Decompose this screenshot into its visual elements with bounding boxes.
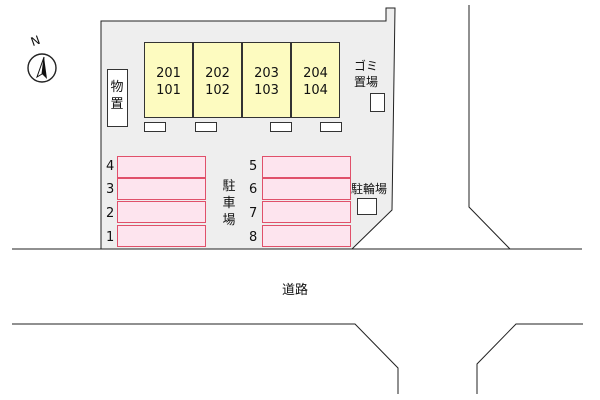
unit-4: 204 104 (291, 42, 340, 118)
garbage-label: ゴミ 置場 (354, 59, 379, 89)
compass-needle-icon (42, 57, 47, 79)
storage-label: 物 置 (110, 80, 124, 112)
parking-slot-1 (117, 225, 206, 247)
unit-lower-number: 103 (254, 83, 279, 98)
bicycle-parking-area (357, 198, 377, 215)
slot-number: 6 (249, 182, 258, 197)
bicycle-parking-label: 駐輪場 (351, 182, 388, 196)
parking-slot-3 (117, 178, 206, 200)
parking-label: 駐 車 場 (222, 179, 236, 228)
slot-number: 2 (106, 206, 115, 221)
road-edge-bottom-left (12, 323, 399, 394)
unit-upper-number: 204 (303, 66, 328, 81)
parking-slot-5 (262, 156, 351, 178)
unit-upper-number: 202 (205, 66, 230, 81)
parking-slot-4 (117, 156, 206, 178)
unit-3: 203 103 (242, 42, 291, 118)
unit-lower-number: 102 (205, 83, 230, 98)
compass-needle-light (36, 56, 45, 79)
slot-number: 7 (249, 206, 258, 221)
slot-number: 5 (249, 159, 258, 174)
unit-entrance (270, 122, 292, 132)
garbage-area (370, 93, 385, 112)
slot-number: 1 (106, 230, 115, 245)
parking-slot-7 (262, 201, 351, 223)
unit-lower-number: 101 (156, 83, 181, 98)
storage-shed (107, 69, 128, 127)
parking-slot-6 (262, 178, 351, 200)
unit-entrance (320, 122, 342, 132)
parking-slot-8 (262, 225, 351, 247)
slot-number: 4 (106, 159, 115, 174)
unit-upper-number: 203 (254, 66, 279, 81)
unit-1: 201 101 (144, 42, 193, 118)
road-label: 道路 (282, 283, 309, 298)
slot-number: 8 (249, 230, 258, 245)
parking-slot-2 (117, 201, 206, 223)
unit-entrance (195, 122, 217, 132)
unit-lower-number: 104 (303, 83, 328, 98)
road-edge-bottom-right (476, 323, 583, 394)
unit-entrance (144, 122, 166, 132)
unit-upper-number: 201 (156, 66, 181, 81)
unit-2: 202 102 (193, 42, 242, 118)
road-edge-side (468, 5, 511, 250)
slot-number: 3 (106, 182, 115, 197)
